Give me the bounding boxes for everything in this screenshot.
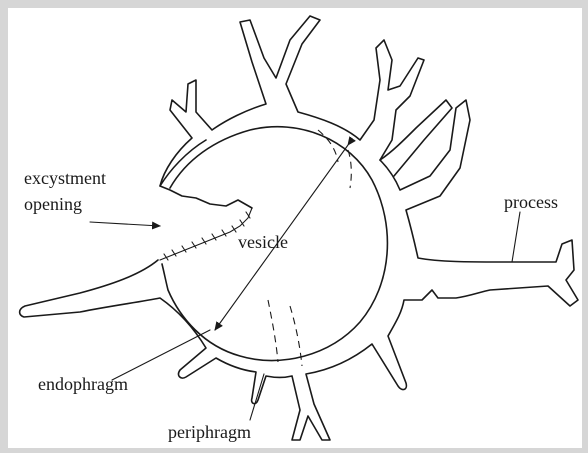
label-excystment: excystment [24, 168, 106, 188]
label-vesicle: vesicle [238, 232, 288, 252]
dashed-wall-upper-2 [348, 150, 351, 188]
dashed-wall-lower-1 [268, 300, 278, 362]
endophragm-leader [112, 330, 210, 380]
label-process: process [504, 192, 558, 212]
process-leader [512, 212, 520, 262]
label-opening: opening [24, 194, 82, 214]
label-endophragm: endophragm [38, 374, 128, 394]
process-upper-right [380, 100, 452, 176]
excystment-opening-upper-edge [160, 186, 252, 208]
label-periphragm: periphragm [168, 422, 251, 442]
excystment-arrow [90, 222, 160, 226]
